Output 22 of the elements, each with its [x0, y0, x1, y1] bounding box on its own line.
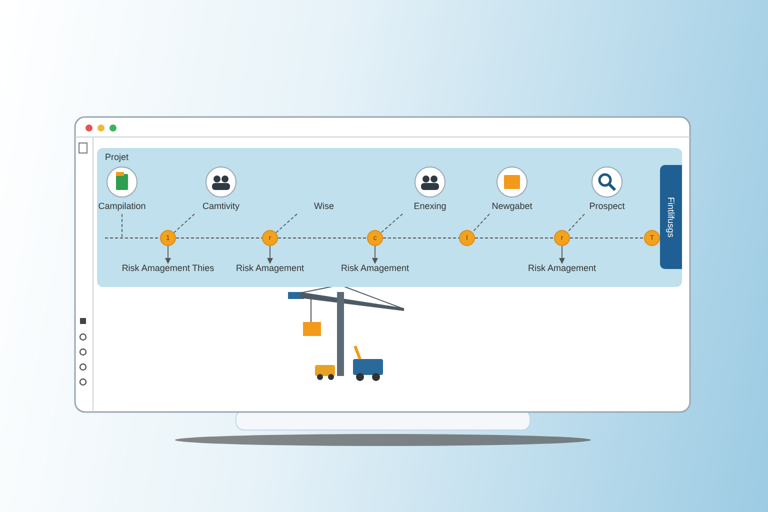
- connector-line: [173, 214, 195, 234]
- side-tab: Fintlifusgs: [660, 165, 682, 269]
- milestone-label: Camtivity: [202, 201, 240, 211]
- connector-line: [472, 214, 490, 233]
- milestone-label: Prospect: [589, 201, 625, 211]
- arrow: [165, 246, 171, 264]
- arrow: [372, 246, 378, 264]
- arrow: [559, 246, 565, 264]
- milestone-label: Newgabet: [492, 201, 532, 211]
- milestone-label: Enexing: [414, 201, 446, 211]
- milestone-label: Wise: [314, 201, 334, 211]
- risk-label: Risk Amagement: [337, 263, 413, 275]
- connector-line: [567, 214, 585, 233]
- connector-line: [380, 214, 403, 234]
- panel-heading: Projet: [105, 152, 129, 162]
- risk-label: Risk Amagement: [232, 263, 308, 275]
- timeline-panel: [97, 148, 682, 287]
- arrow: [267, 246, 273, 264]
- milestone-label: Campilation: [98, 201, 146, 211]
- risk-label: Risk Amagement Thies: [118, 263, 218, 275]
- connector-line: [276, 214, 298, 234]
- risk-label: Risk Amagement: [524, 263, 600, 275]
